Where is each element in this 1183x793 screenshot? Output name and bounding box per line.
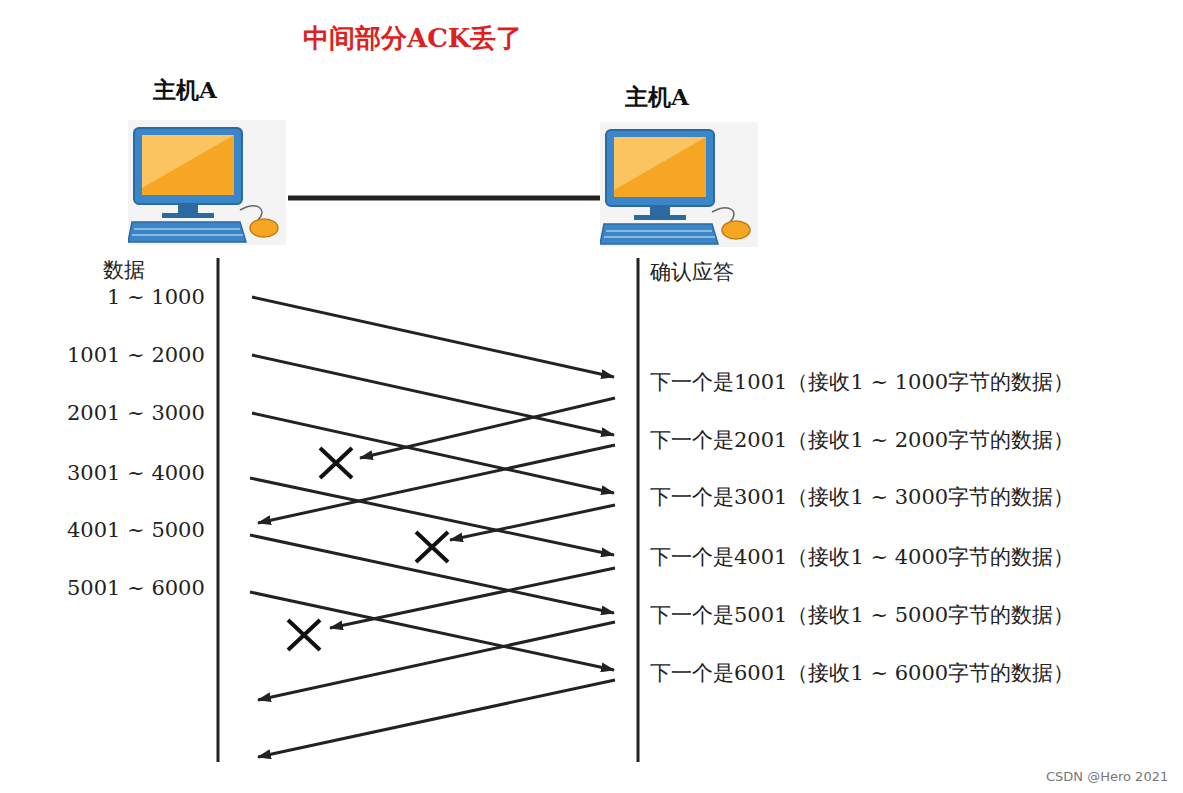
data-range: 2001 ~ 3000 <box>67 401 205 426</box>
computer-icon <box>128 120 286 245</box>
data-range: 1 ~ 1000 <box>107 285 205 310</box>
timeline <box>637 258 640 762</box>
diagram-title: 中间部分ACK丢了 <box>303 23 522 54</box>
host-computer: 主机A <box>128 75 288 245</box>
data-range: 4001 ~ 5000 <box>67 518 205 543</box>
column-heading: 确认应答 <box>650 260 734 285</box>
ack-arrows <box>258 398 615 757</box>
computer-icon <box>600 122 758 247</box>
data-arrows <box>250 297 614 670</box>
network-link <box>288 196 600 201</box>
data-range: 3001 ~ 4000 <box>67 461 205 486</box>
ack-text: 下一个是4001（接收1 ~ 4000字节的数据） <box>650 545 1074 570</box>
data-range: 1001 ~ 2000 <box>67 343 205 368</box>
ack-text: 下一个是3001（接收1 ~ 3000字节的数据） <box>650 485 1074 510</box>
host-label: 主机A <box>153 75 217 106</box>
timeline <box>217 258 220 762</box>
column-heading: 数据 <box>103 258 145 283</box>
host-computer: 主机A <box>600 82 760 247</box>
ack-text: 下一个是1001（接收1 ~ 1000字节的数据） <box>650 370 1074 395</box>
ack-text: 下一个是5001（接收1 ~ 5000字节的数据） <box>650 603 1074 628</box>
ack-text: 下一个是6001（接收1 ~ 6000字节的数据） <box>650 661 1074 686</box>
ack-text: 下一个是2001（接收1 ~ 2000字节的数据） <box>650 428 1074 453</box>
host-label: 主机A <box>625 82 689 113</box>
loss-mark <box>288 448 448 650</box>
watermark: CSDN @Hero 2021 <box>1046 769 1168 785</box>
data-range: 5001 ~ 6000 <box>67 576 205 601</box>
